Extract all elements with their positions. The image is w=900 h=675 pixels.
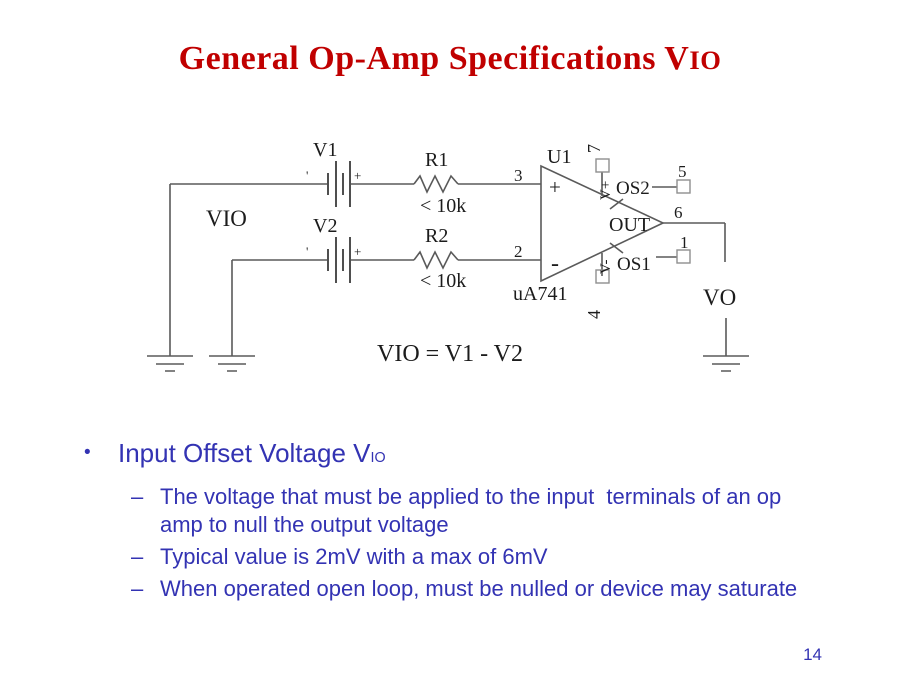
battery-v1-plus-mark: + — [354, 168, 361, 183]
dash-marker: – — [131, 484, 144, 509]
bullet-main-label: Input Offset Voltage V — [118, 438, 371, 468]
resistor-r2-symbol — [413, 250, 459, 270]
label-r2: R2 — [425, 225, 448, 247]
slide-title-subscript: IO — [689, 45, 722, 75]
opamp-plus-input-sign: + — [549, 175, 561, 199]
bullet-main: • Input Offset Voltage VIO — [0, 437, 900, 474]
label-r1: R1 — [425, 149, 448, 171]
battery-v2-minus-mark: ' — [306, 244, 308, 259]
pin-number-3: 3 — [514, 166, 523, 185]
page-number: 14 — [803, 645, 822, 664]
terminal-square-pin7 — [595, 158, 610, 173]
equation-vio: VIO = V1 - V2 — [377, 341, 523, 367]
ground-symbol-left — [147, 355, 193, 372]
label-os2: OS2 — [616, 178, 650, 199]
label-vo: VO — [703, 285, 736, 310]
pin-number-6: 6 — [674, 203, 683, 222]
label-os1: OS1 — [617, 254, 651, 275]
sub-bullet-2: – Typical value is 2mV with a max of 6mV — [0, 543, 900, 571]
sub-bullet-1: – The voltage that must be applied to th… — [0, 483, 900, 539]
ground-symbol-output — [703, 355, 749, 372]
terminal-square-pin4 — [595, 269, 610, 284]
label-vio: VIO — [206, 206, 247, 231]
battery-v1-symbol — [327, 161, 351, 207]
slide-title: General Op-Amp Specifications VIO — [0, 40, 900, 78]
label-u1: U1 — [547, 146, 571, 168]
bullet-list: • Input Offset Voltage VIO – The voltage… — [0, 437, 900, 603]
dash-marker: – — [131, 576, 144, 601]
terminal-square-pin5 — [676, 179, 691, 194]
sub-bullet-3: – When operated open loop, must be nulle… — [0, 575, 900, 603]
terminal-square-pin1 — [676, 249, 691, 264]
opamp-triangle — [540, 164, 665, 283]
label-r2-value: < 10k — [420, 270, 466, 292]
label-out: OUT — [609, 214, 650, 236]
bullet-main-text: Input Offset Voltage VIO — [118, 437, 386, 474]
battery-v1-minus-mark: ' — [306, 168, 308, 183]
ground-symbol-middle — [209, 355, 255, 372]
circuit-wires — [169, 172, 727, 356]
dash-marker: – — [131, 544, 144, 569]
pin-number-2: 2 — [514, 242, 523, 261]
label-r1-value: < 10k — [420, 195, 466, 217]
bullet-marker: • — [84, 442, 91, 463]
pin-number-7: 7 — [584, 144, 604, 153]
sub-bullet-3-text: When operated open loop, must be nulled … — [160, 576, 798, 601]
label-v-minus: V- — [598, 260, 614, 274]
label-v1: V1 — [313, 139, 337, 161]
pin-number-5: 5 — [678, 162, 687, 181]
label-v-plus: V+ — [598, 181, 614, 200]
label-ua741: uA741 — [513, 283, 567, 305]
pin-number-4: 4 — [584, 310, 604, 319]
slide-title-text: General Op-Amp Specifications V — [178, 40, 690, 77]
sub-bullet-1-text: The voltage that must be applied to the … — [160, 484, 788, 537]
battery-v2-plus-mark: + — [354, 244, 361, 259]
sub-bullet-2-text: Typical value is 2mV with a max of 6mV — [160, 544, 548, 569]
resistor-r1-symbol — [413, 174, 459, 194]
pin-number-1: 1 — [680, 233, 689, 252]
label-v2: V2 — [313, 215, 337, 237]
opamp-minus-input-sign: - — [551, 251, 559, 277]
battery-v2-symbol — [327, 237, 351, 283]
bullet-main-subscript: IO — [370, 450, 386, 466]
